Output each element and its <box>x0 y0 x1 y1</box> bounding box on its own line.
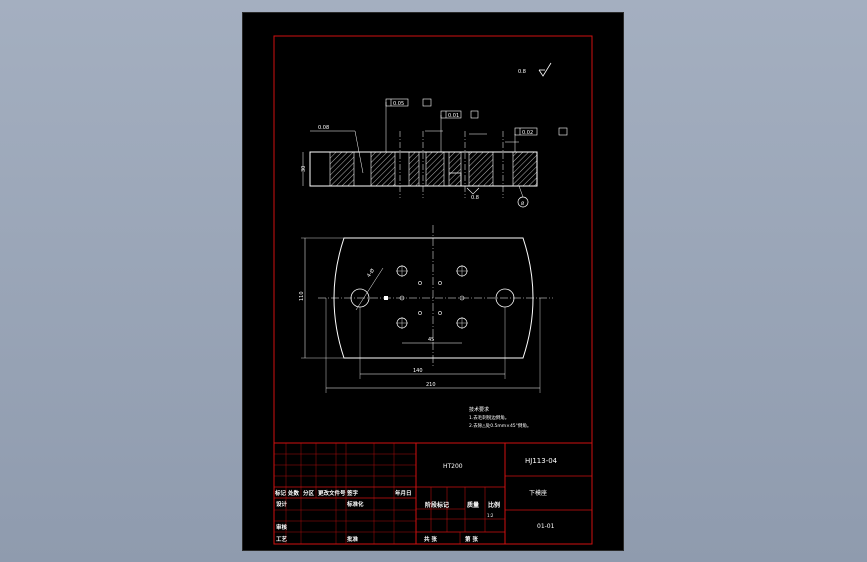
title-block-text: HT200 HJ113-04 下模座 01-01 1:2 标记 处数 分区 更改… <box>274 457 558 543</box>
datum-circle-icon <box>517 196 529 208</box>
roughness-1-value: 0.8 <box>471 195 479 201</box>
approved-label: 批准 <box>347 535 359 543</box>
title-block <box>274 442 592 544</box>
cad-viewport[interactable]: 0.8 0.08 30 0.05 <box>243 13 623 550</box>
fcf-1-value: 0.05 <box>393 101 404 107</box>
tolerance-frame-3: 0.02 <box>514 127 568 152</box>
rev-date: 年月日 <box>395 489 412 497</box>
process-label: 工艺 <box>276 535 288 543</box>
pin-hole <box>418 311 422 315</box>
width-dimension: 110 <box>299 291 305 301</box>
section-view: 0.08 30 0.05 0.01 0.02 <box>301 98 568 208</box>
sheet-number-label: 第 张 <box>465 535 478 543</box>
drawing-number: HJ113-04 <box>525 457 558 465</box>
roughness-symbol-icon: 0.8 <box>518 62 552 77</box>
rev-count: 处数 <box>287 489 300 497</box>
tolerance-frame-1: 0.05 <box>385 98 432 152</box>
rev-zone: 分区 <box>303 489 315 497</box>
tech-notes-title: 技术要求 <box>469 406 489 413</box>
rev-mark: 标记 <box>274 489 287 497</box>
scale-value: 1:2 <box>487 513 494 518</box>
part-name: 下模座 <box>529 489 547 497</box>
designer-label: 设计 <box>276 500 288 508</box>
technical-notes: 技术要求 1.去毛刺锐边倒角。 2.去除△处0.5mm×45°倒角。 <box>469 406 531 429</box>
screw-hole <box>396 265 408 277</box>
checker-label: 审核 <box>276 523 288 531</box>
plate-outline <box>333 237 534 359</box>
pin-hole <box>459 295 465 301</box>
section-hatch <box>468 151 494 187</box>
plan-view: 4-Ø 110 45 140 210 <box>299 225 553 393</box>
material: HT200 <box>443 463 463 470</box>
pitch-dimension: 45 <box>428 337 434 343</box>
section-hatch <box>370 151 396 187</box>
fcf-2-value: 0.01 <box>448 113 459 119</box>
section-hatch <box>425 151 445 187</box>
dimension-left: 0.08 <box>318 125 329 131</box>
roughness-value: 0.8 <box>518 69 526 75</box>
tech-note-2: 2.去除△处0.5mm×45°倒角。 <box>469 422 531 429</box>
fcf-3-value: 0.02 <box>522 130 533 136</box>
weight-label: 质量 <box>467 501 479 509</box>
scale-label: 比例 <box>488 501 500 509</box>
pin-hole <box>438 311 442 315</box>
cad-drawing: 0.8 0.08 30 0.05 <box>273 35 593 545</box>
section-hatch <box>512 151 538 187</box>
standard-label: 标准化 <box>346 500 364 508</box>
diameter-mark: Ø <box>521 201 524 206</box>
tolerance-frame-2: 0.01 <box>440 110 479 152</box>
rev-doc: 更改文件号 <box>318 489 346 497</box>
height-dimension: 30 <box>301 166 307 172</box>
screw-hole <box>456 265 468 277</box>
screw-hole <box>396 317 408 329</box>
section-hatch <box>448 151 462 187</box>
hole-callout: 4-Ø <box>365 267 376 278</box>
section-hatch <box>329 151 355 187</box>
section-hatch <box>408 151 420 187</box>
pin-hole <box>418 281 422 285</box>
screw-hole <box>456 317 468 329</box>
pin-hole <box>438 281 442 285</box>
center-span-dimension: 140 <box>413 368 423 374</box>
sheet-code: 01-01 <box>537 523 555 530</box>
drawing-frame <box>273 35 593 545</box>
overall-length-dimension: 210 <box>426 382 436 388</box>
rev-sign: 签字 <box>346 489 359 497</box>
tech-note-1: 1.去毛刺锐边倒角。 <box>469 414 509 421</box>
total-sheets-label: 共 张 <box>424 535 437 543</box>
stage-mark-label: 阶段标记 <box>425 501 449 509</box>
pin-hole <box>399 295 405 301</box>
